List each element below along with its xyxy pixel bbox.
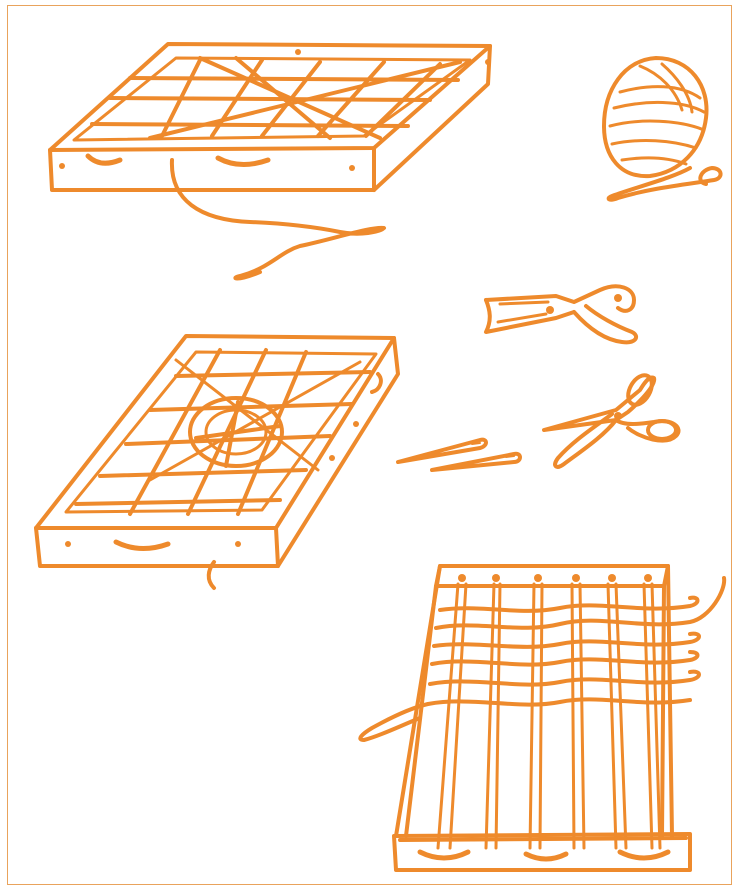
tray-loom-circle-weave	[36, 336, 398, 588]
frame-loom-plain-weave	[360, 566, 724, 870]
scissors	[544, 371, 679, 467]
clothespin	[486, 286, 636, 342]
tapestry-needles	[398, 440, 520, 470]
tray-loom-diagonal-weave	[50, 44, 491, 279]
ball-of-yarn	[604, 58, 721, 200]
ink-layer	[36, 44, 724, 870]
